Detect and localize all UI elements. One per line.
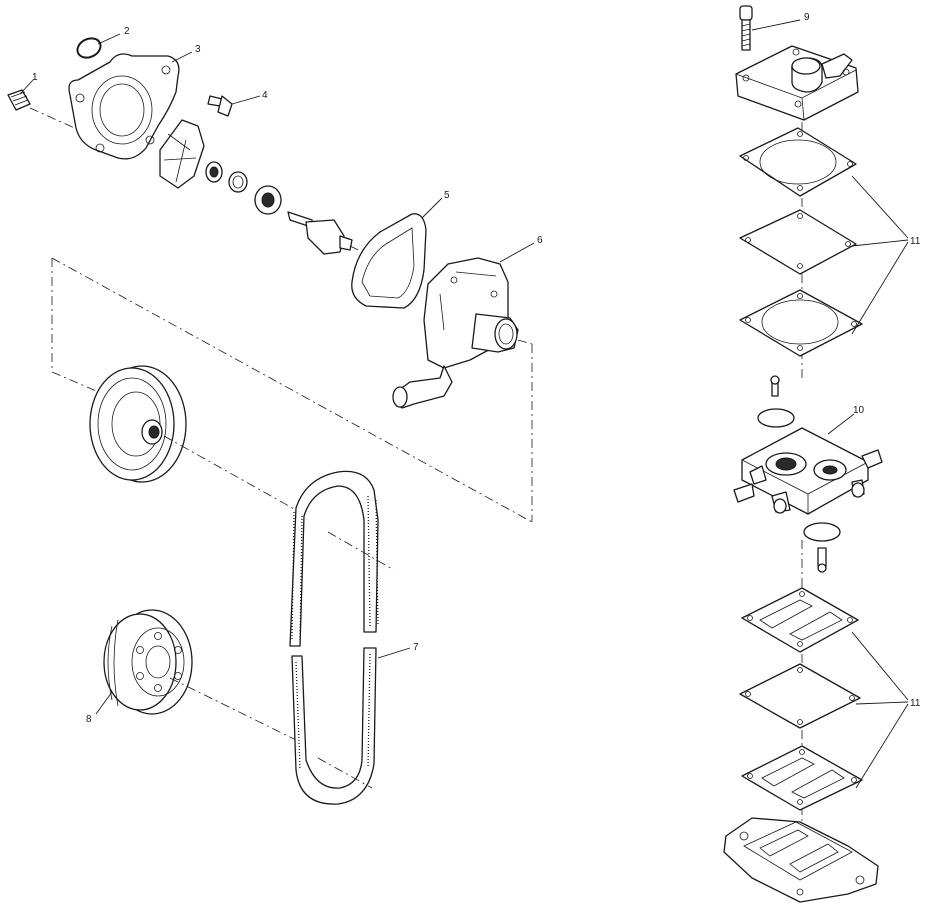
callout-5: 5 bbox=[444, 190, 450, 201]
part-9-screw bbox=[739, 5, 753, 51]
phantom-line-top bbox=[51, 257, 533, 523]
bearing bbox=[254, 185, 282, 215]
leader-3 bbox=[171, 51, 193, 63]
callout-3: 3 bbox=[195, 44, 201, 55]
leader-1 bbox=[19, 79, 34, 95]
check-valve-upper bbox=[757, 375, 795, 428]
leader-11b-2 bbox=[855, 701, 909, 705]
gasket-slotted-upper bbox=[741, 587, 859, 653]
diaphragm-plate bbox=[739, 209, 857, 275]
axis-line-lower-pulley bbox=[169, 677, 297, 741]
leader-2 bbox=[97, 33, 121, 45]
upper-pulley bbox=[89, 365, 187, 483]
callout-8: 8 bbox=[86, 714, 92, 725]
gasket-round-lower bbox=[739, 289, 863, 357]
part-7-drive-belt bbox=[289, 470, 379, 805]
callout-10: 10 bbox=[853, 405, 865, 416]
leader-8 bbox=[95, 691, 113, 715]
lower-plate bbox=[739, 663, 861, 729]
belt-leader-b bbox=[317, 757, 373, 789]
axis-line-upper-pulley bbox=[163, 435, 297, 511]
part-3-pump-cover bbox=[68, 53, 180, 160]
pump-shaft bbox=[287, 211, 353, 255]
callout-1: 1 bbox=[32, 72, 38, 83]
fuel-pump-top-cover bbox=[735, 45, 859, 121]
leader-11a-3 bbox=[851, 241, 909, 335]
leader-7 bbox=[377, 647, 411, 659]
callout-7: 7 bbox=[413, 642, 419, 653]
callout-4: 4 bbox=[262, 90, 268, 101]
part-10-fuel-pump-body bbox=[733, 427, 883, 515]
leader-5 bbox=[421, 197, 443, 219]
phantom-line-right-b bbox=[517, 339, 533, 345]
leader-6 bbox=[499, 242, 535, 263]
seal-ring-2 bbox=[228, 171, 248, 193]
leader-10 bbox=[827, 413, 855, 435]
callout-11-upper: 11 bbox=[910, 236, 921, 247]
leader-11b-1 bbox=[851, 631, 909, 701]
part-6-pump-housing bbox=[392, 257, 519, 409]
part-2-o-ring bbox=[76, 37, 102, 59]
part-5-gasket bbox=[351, 213, 427, 309]
part-4-bolt bbox=[207, 95, 233, 117]
leader-11b-3 bbox=[855, 703, 909, 789]
impeller bbox=[159, 119, 205, 189]
callout-6: 6 bbox=[537, 235, 543, 246]
gasket-slotted-lower bbox=[741, 745, 863, 811]
gasket-round-upper bbox=[739, 127, 857, 197]
fuel-pump-base bbox=[723, 817, 879, 903]
lower-pulley bbox=[103, 609, 193, 715]
callout-2: 2 bbox=[124, 26, 130, 37]
leader-4 bbox=[231, 95, 261, 105]
callout-9: 9 bbox=[804, 12, 810, 23]
callout-11-lower: 11 bbox=[910, 698, 921, 709]
leader-9 bbox=[751, 19, 801, 31]
seal-ring-1 bbox=[205, 161, 223, 183]
belt-leader-a bbox=[327, 531, 395, 571]
check-valve-lower bbox=[803, 522, 841, 573]
part-1-bolt bbox=[7, 89, 31, 111]
leader-11a-1 bbox=[851, 175, 909, 239]
leader-11a-2 bbox=[851, 239, 909, 247]
